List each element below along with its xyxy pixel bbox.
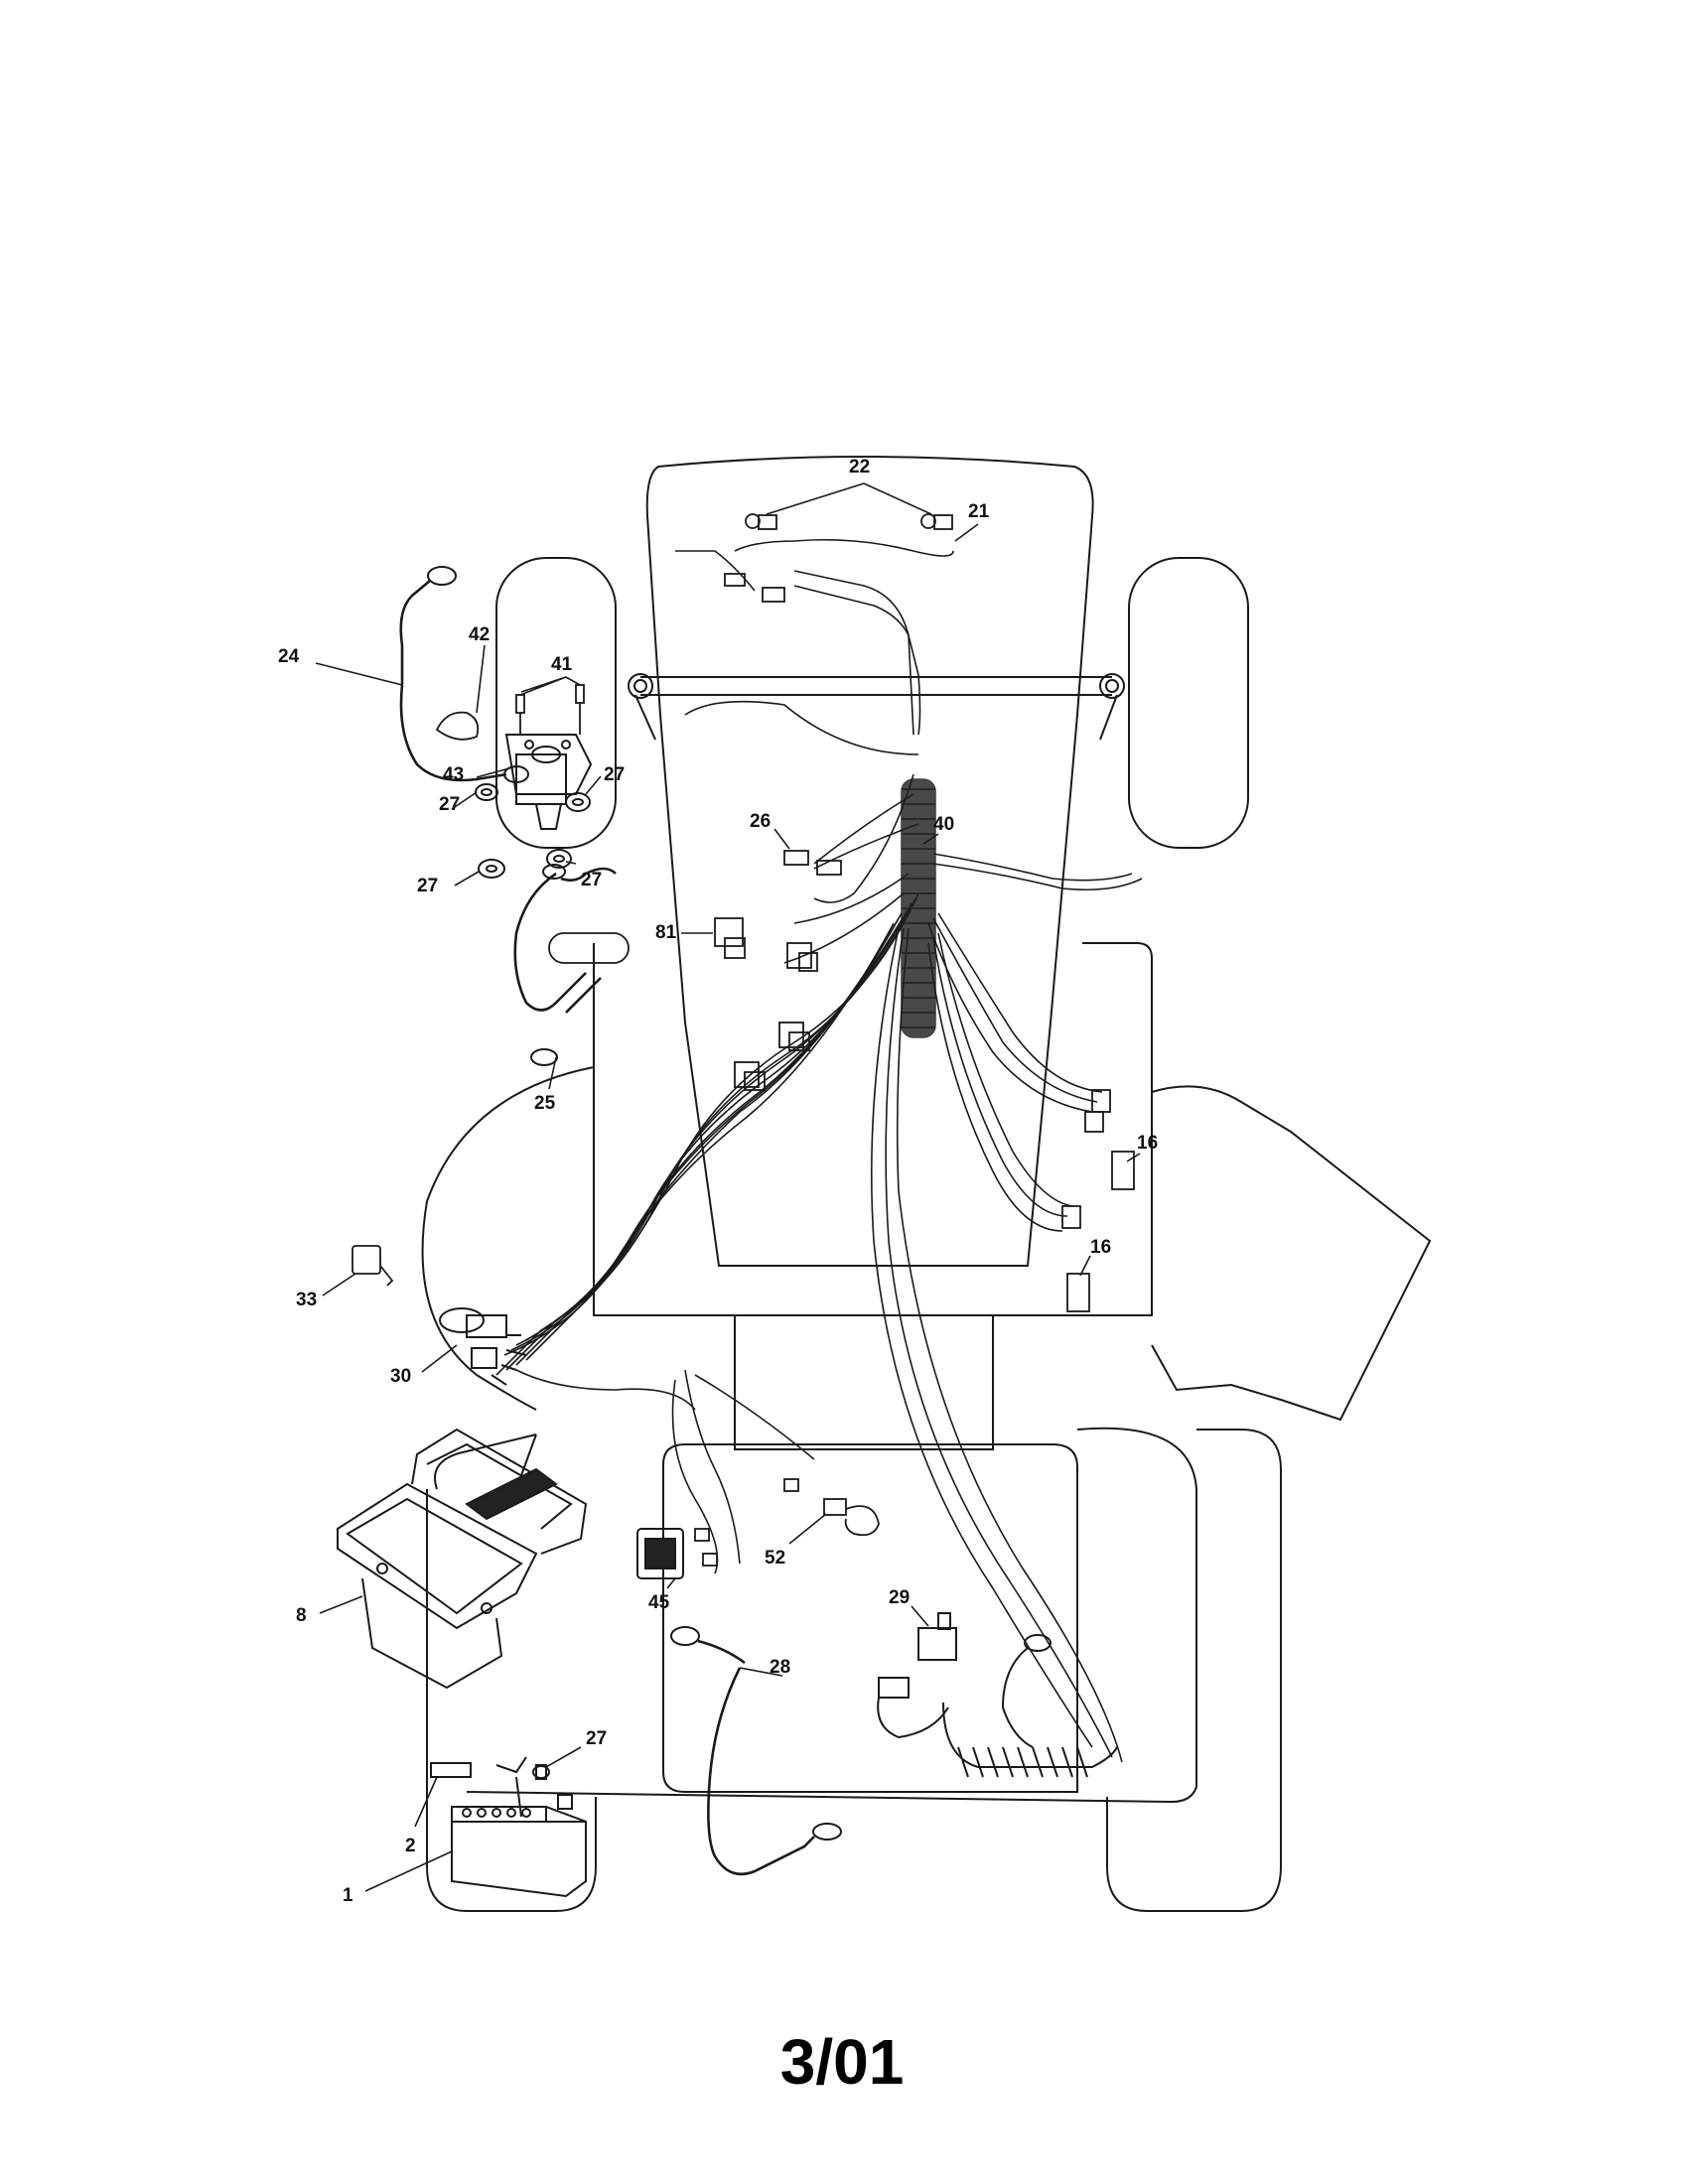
- callout-52: 52: [765, 1548, 785, 1569]
- tractor-outline: [421, 456, 1432, 1912]
- callout-40: 40: [933, 814, 954, 835]
- callout-42: 42: [469, 624, 490, 645]
- callout-labels: 22 21 42 41 24 43 27 27 27 27 26 40 81 2…: [278, 457, 1158, 1906]
- switch-29-and-coil: [877, 1612, 1118, 1778]
- headlight-bulbs: [724, 513, 953, 603]
- callout-33: 33: [296, 1290, 317, 1310]
- callout-41: 41: [551, 654, 573, 675]
- callout-45: 45: [648, 1592, 670, 1613]
- date-code: 3/01: [779, 2026, 905, 2098]
- battery-1: [430, 1756, 587, 1898]
- battery-tray-8: [337, 1428, 588, 1690]
- callout-21: 21: [968, 501, 990, 522]
- callout-16-a: 16: [1137, 1133, 1158, 1154]
- ground-cable-24: [399, 566, 529, 783]
- callout-81: 81: [655, 922, 677, 943]
- hour-meter-45: [636, 1528, 684, 1579]
- callout-27-d: 27: [581, 870, 602, 890]
- callout-22: 22: [849, 457, 870, 478]
- callout-28: 28: [770, 1657, 790, 1678]
- harness-sleeve: [901, 778, 936, 1038]
- callout-43: 43: [443, 764, 464, 785]
- callout-25: 25: [534, 1093, 556, 1114]
- callout-24: 24: [278, 646, 300, 667]
- callout-8: 8: [296, 1605, 307, 1626]
- cable-25: [513, 864, 630, 1066]
- ignition-switch-30: [439, 1307, 527, 1386]
- key-33: [351, 1245, 394, 1287]
- switches-16: [1066, 1151, 1135, 1312]
- callout-26: 26: [750, 811, 771, 832]
- callout-27-a: 27: [439, 794, 460, 815]
- callout-29: 29: [889, 1587, 910, 1608]
- main-harness-wires: [495, 538, 1143, 1763]
- screws-41-42: [435, 684, 585, 741]
- seat-switch-52: [694, 1478, 880, 1567]
- cable-28: [670, 1626, 842, 1876]
- solenoid-43: [504, 734, 593, 830]
- callout-27-b: 27: [604, 764, 625, 785]
- callout-16-b: 16: [1090, 1237, 1111, 1258]
- callout-1: 1: [343, 1885, 353, 1906]
- callout-2: 2: [405, 1836, 416, 1856]
- callout-30: 30: [390, 1366, 411, 1387]
- relays-connectors: [714, 850, 1111, 1229]
- callout-27-c: 27: [417, 876, 438, 896]
- leader-lines: [315, 482, 1141, 1892]
- callout-27-e: 27: [586, 1728, 607, 1749]
